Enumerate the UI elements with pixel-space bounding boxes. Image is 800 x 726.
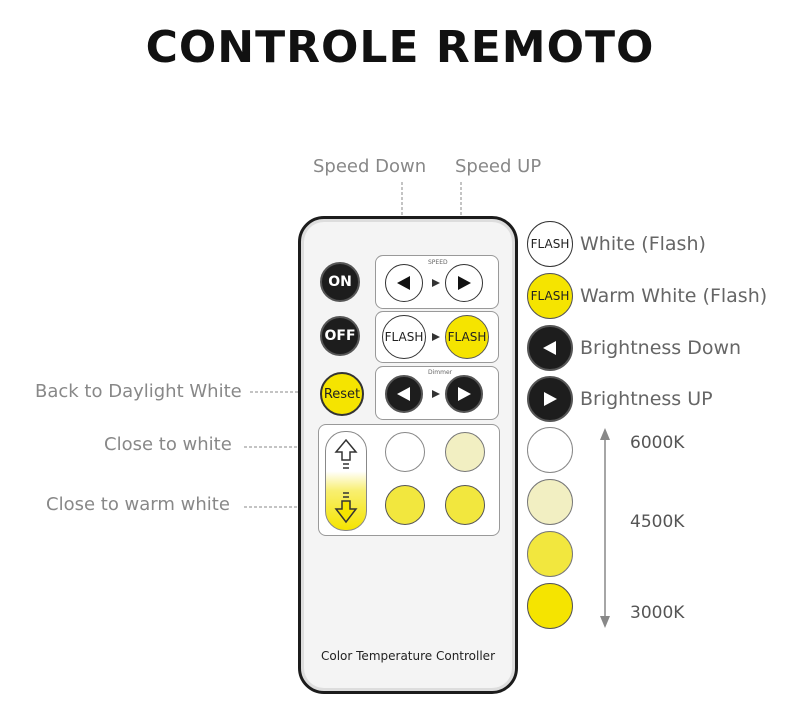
warm-preset-button[interactable] xyxy=(385,485,425,525)
legend-white-flash-icon: FLASH xyxy=(527,221,573,267)
brightness-down-button[interactable] xyxy=(385,375,423,413)
off-button[interactable]: OFF xyxy=(320,316,360,356)
k6000-label: 6000K xyxy=(630,433,685,453)
arrow-up-icon xyxy=(334,438,358,469)
arrow-right-icon xyxy=(458,387,471,401)
remote-footer: Color Temperature Controller xyxy=(321,649,495,663)
speed-down-label: Speed Down xyxy=(313,156,427,177)
legend-brightness-up-icon xyxy=(527,376,573,422)
arrow-left-icon xyxy=(397,276,410,290)
brightness-down-label: Brightness Down xyxy=(580,337,742,359)
page-title: CONTROLE REMOTO xyxy=(145,22,655,73)
remote-control: ON OFF Reset SPEED FLASH FLASH Dimmer xyxy=(298,216,518,694)
dimmer-panel: Dimmer xyxy=(375,366,499,420)
k3000-label: 3000K xyxy=(630,603,685,623)
speed-panel: SPEED xyxy=(375,255,499,309)
speed-up-label: Speed UP xyxy=(455,156,542,177)
white-preset-button[interactable] xyxy=(385,432,425,472)
arrow-right-icon xyxy=(458,276,471,290)
arrow-down-icon xyxy=(334,492,358,524)
flash-panel: FLASH FLASH xyxy=(375,311,499,363)
legend-warm-flash-icon: FLASH xyxy=(527,273,573,319)
legend-brightness-down-icon xyxy=(527,325,573,371)
speed-caption: SPEED xyxy=(428,259,448,266)
warmer-cooler-slider[interactable] xyxy=(325,431,367,531)
warm-flash-button[interactable]: FLASH xyxy=(445,315,489,359)
arrow-right-small-icon xyxy=(432,390,440,398)
brightness-up-button[interactable] xyxy=(445,375,483,413)
close-white-label: Close to white xyxy=(104,434,232,455)
dimmer-caption: Dimmer xyxy=(428,369,453,376)
brightness-up-label: Brightness UP xyxy=(580,388,713,410)
k4500-label: 4500K xyxy=(630,512,685,532)
arrow-right-small-icon xyxy=(432,279,440,287)
warmest-preset-button[interactable] xyxy=(445,485,485,525)
arrow-left-icon xyxy=(543,341,556,355)
swatch-6000k xyxy=(527,427,573,473)
close-warm-label: Close to warm white xyxy=(46,494,230,515)
swatch-cream xyxy=(527,479,573,525)
reset-button[interactable]: Reset xyxy=(320,372,364,416)
cream-preset-button[interactable] xyxy=(445,432,485,472)
white-flash-button[interactable]: FLASH xyxy=(382,315,426,359)
swatch-warm xyxy=(527,531,573,577)
arrow-left-icon xyxy=(397,387,410,401)
speed-down-button[interactable] xyxy=(385,264,423,302)
color-temp-panel xyxy=(318,424,500,536)
speed-up-button[interactable] xyxy=(445,264,483,302)
arrow-right-icon xyxy=(544,392,557,406)
on-button[interactable]: ON xyxy=(320,262,360,302)
white-flash-label: White (Flash) xyxy=(580,233,706,255)
warm-white-flash-label: Warm White (Flash) xyxy=(580,285,768,307)
back-daylight-label: Back to Daylight White xyxy=(35,381,242,402)
arrow-right-small-icon xyxy=(432,333,440,341)
swatch-3000k xyxy=(527,583,573,629)
